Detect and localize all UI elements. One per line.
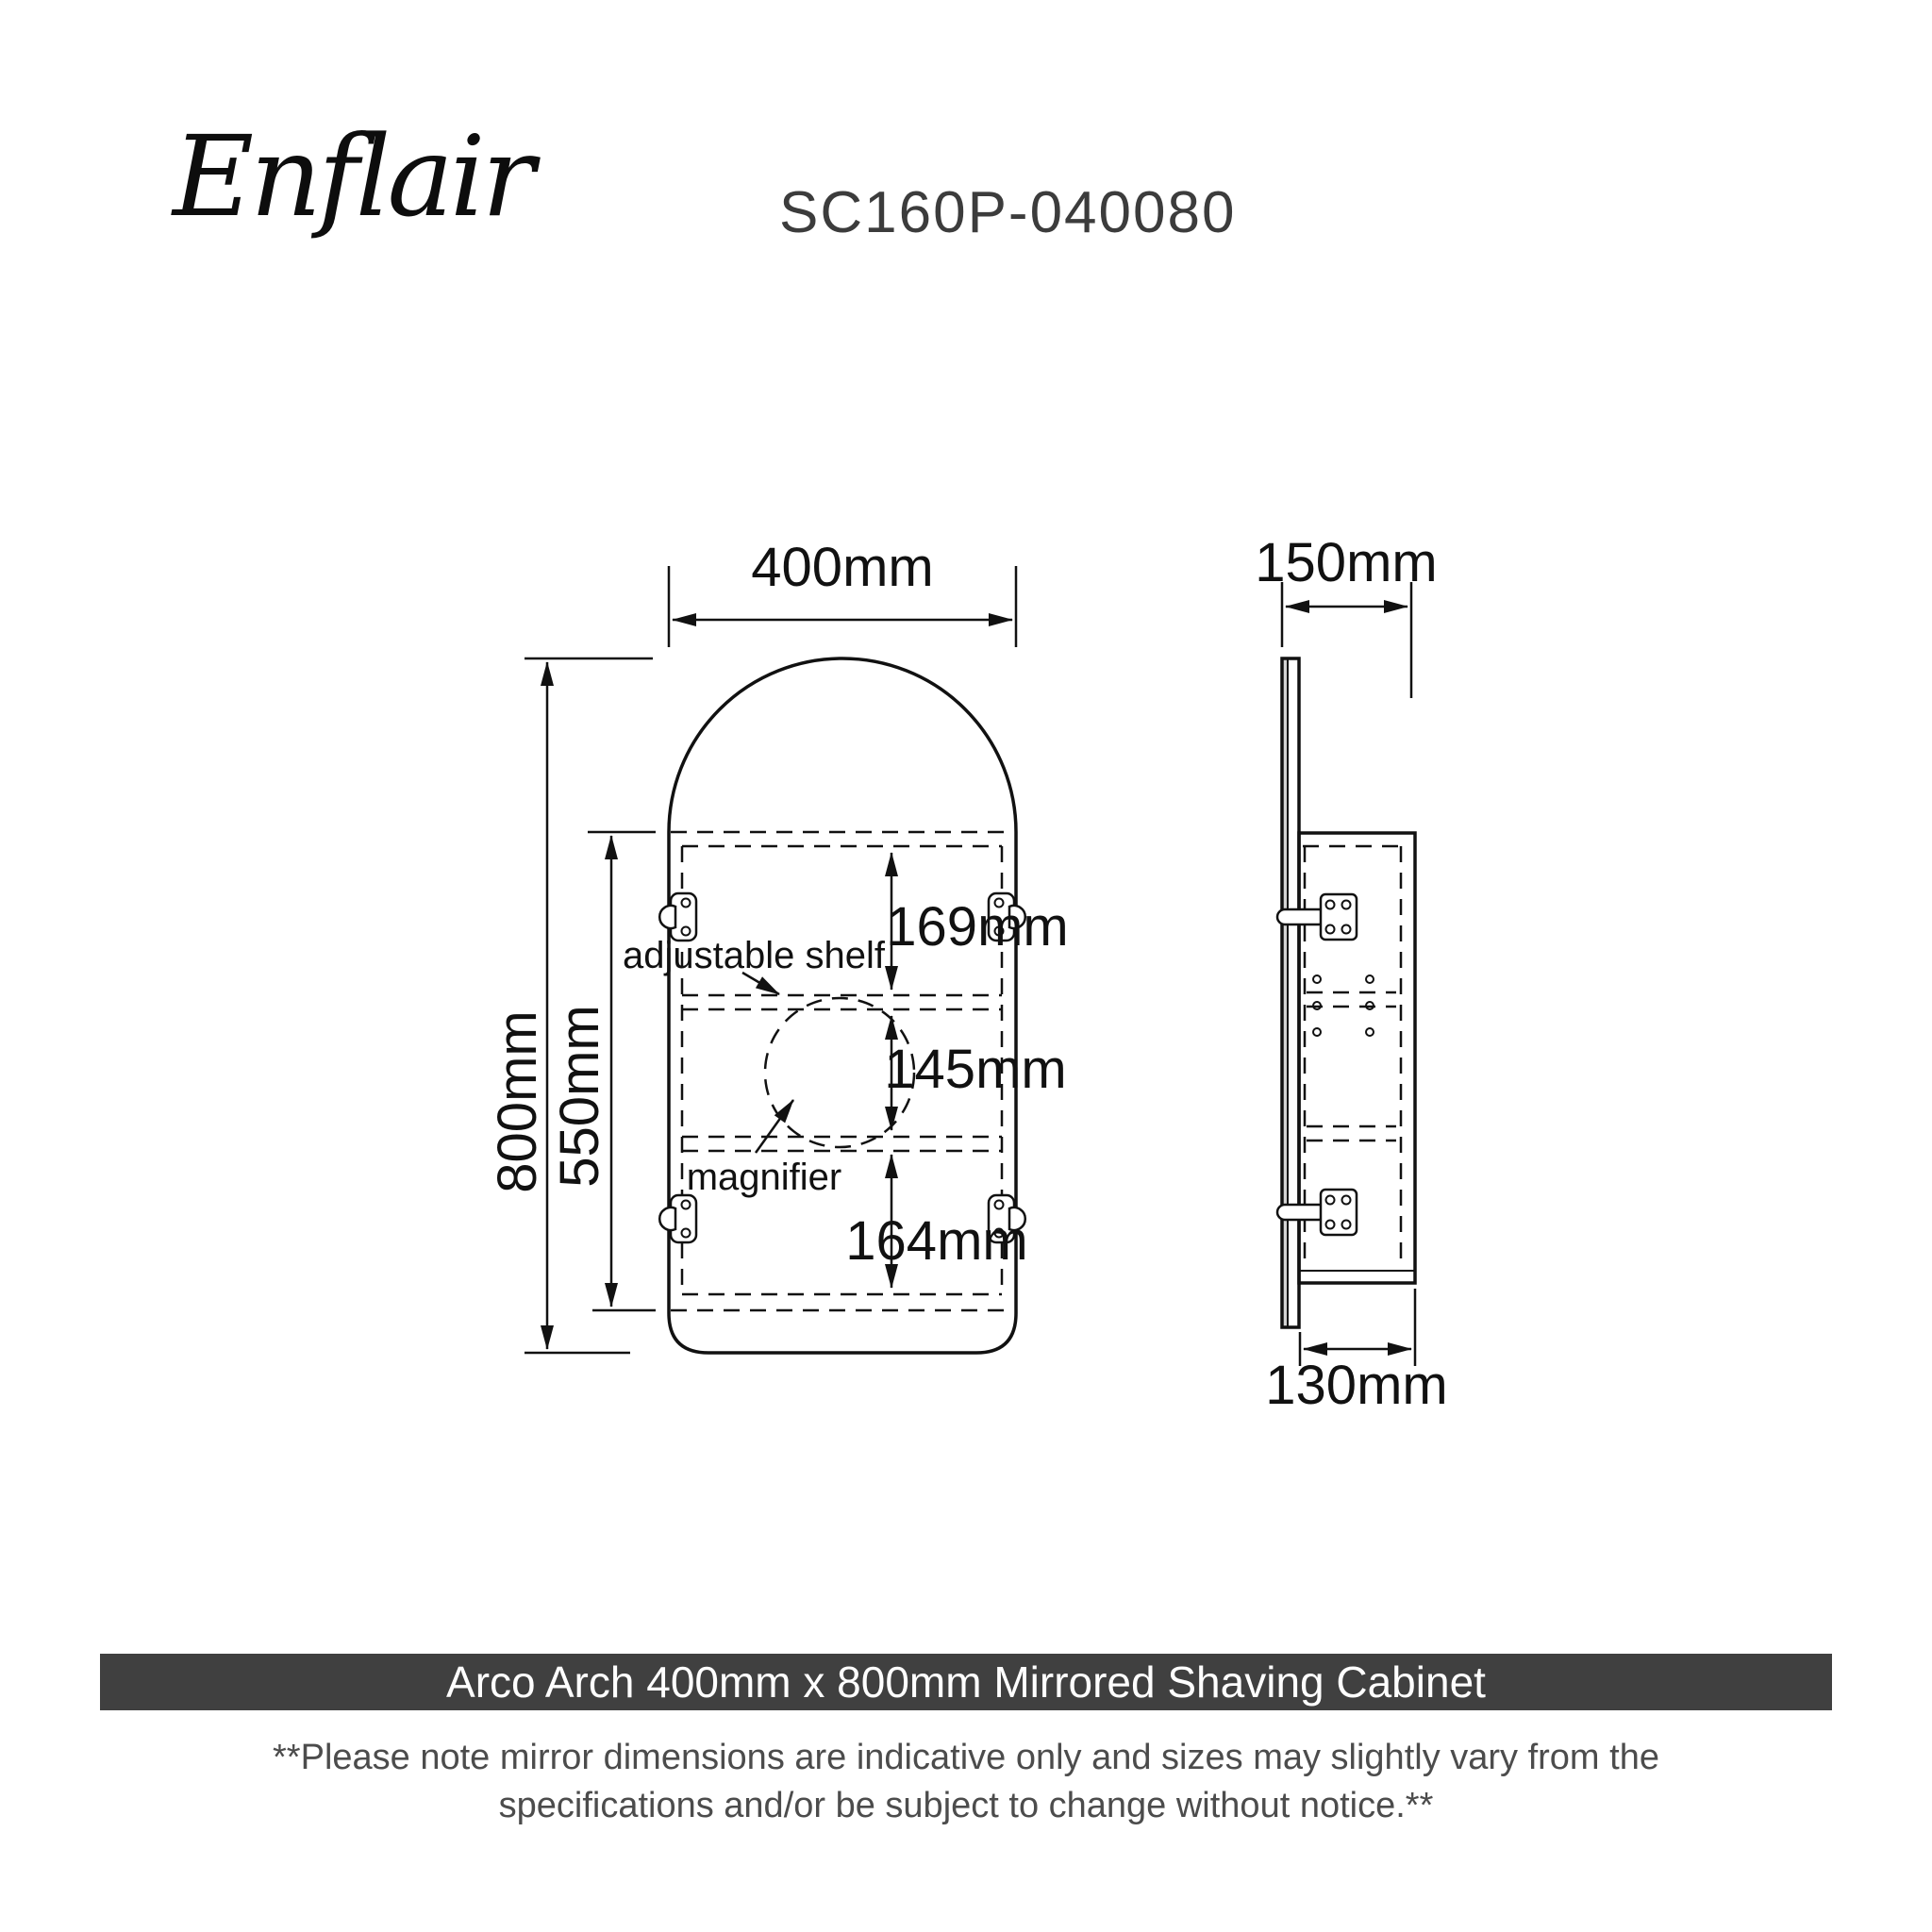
adjustable-shelf-callout: adjustable shelf (623, 935, 886, 996)
front-height-dimension: 800mm (487, 657, 653, 1355)
hinge-side-bottom (1275, 1188, 1358, 1237)
side-body-depth-dimension: 130mm (1265, 1289, 1448, 1416)
product-title: Arco Arch 400mm x 800mm Mirrored Shaving… (446, 1657, 1486, 1707)
shelf-pin-holes (1312, 974, 1374, 1037)
front-view: 400mm 800mm 550mm 169mm 145mm 164mm (487, 537, 1069, 1355)
magnifier-circle (763, 996, 916, 1149)
product-code: SC160P-040080 (779, 180, 1237, 245)
disclaimer: **Please note mirror dimensions are indi… (0, 1734, 1932, 1830)
product-title-banner: Arco Arch 400mm x 800mm Mirrored Shaving… (100, 1654, 1832, 1710)
side-view: 150mm 130mm (1255, 532, 1447, 1416)
shelf-space-bottom-dimension: 164mm (845, 1154, 1028, 1289)
front-body-height-dim-label: 550mm (549, 1005, 610, 1187)
shelf-space-top-dimension: 169mm (885, 852, 1069, 991)
disclaimer-line-1: **Please note mirror dimensions are indi… (273, 1738, 1659, 1777)
shelf-space-middle-label: 145mm (884, 1039, 1066, 1100)
hinge-front-top-right (987, 891, 1026, 942)
hinge-front-bottom-right (987, 1193, 1026, 1244)
adjustable-shelf-label: adjustable shelf (623, 935, 886, 976)
front-height-dim-label: 800mm (487, 1010, 548, 1192)
side-body-depth-dim-label: 130mm (1265, 1355, 1447, 1416)
hinge-front-bottom-left (658, 1193, 698, 1244)
brand-logo: Enflair (173, 111, 535, 242)
side-mirror-glass (1282, 658, 1288, 1327)
front-width-dim-label: 400mm (751, 537, 933, 598)
magnifier-callout: magnifier (687, 1099, 842, 1198)
shelf-space-middle-dimension: 145mm (884, 1015, 1067, 1131)
hinge-front-top-left (658, 891, 698, 942)
side-depth-dim-label: 150mm (1255, 532, 1437, 593)
side-depth-dimension: 150mm (1255, 532, 1438, 698)
side-cabinet-box (1297, 831, 1417, 1285)
hinge-side-top (1275, 892, 1358, 941)
front-body-height-dimension: 550mm (549, 830, 656, 1312)
shelf-space-top-label: 169mm (886, 896, 1068, 958)
shelf-space-bottom-label: 164mm (845, 1210, 1027, 1272)
front-width-dimension: 400mm (667, 537, 1018, 647)
magnifier-label: magnifier (687, 1157, 842, 1198)
front-cabinet-outline (667, 657, 1018, 1355)
disclaimer-line-2: specifications and/or be subject to chan… (498, 1785, 1434, 1825)
